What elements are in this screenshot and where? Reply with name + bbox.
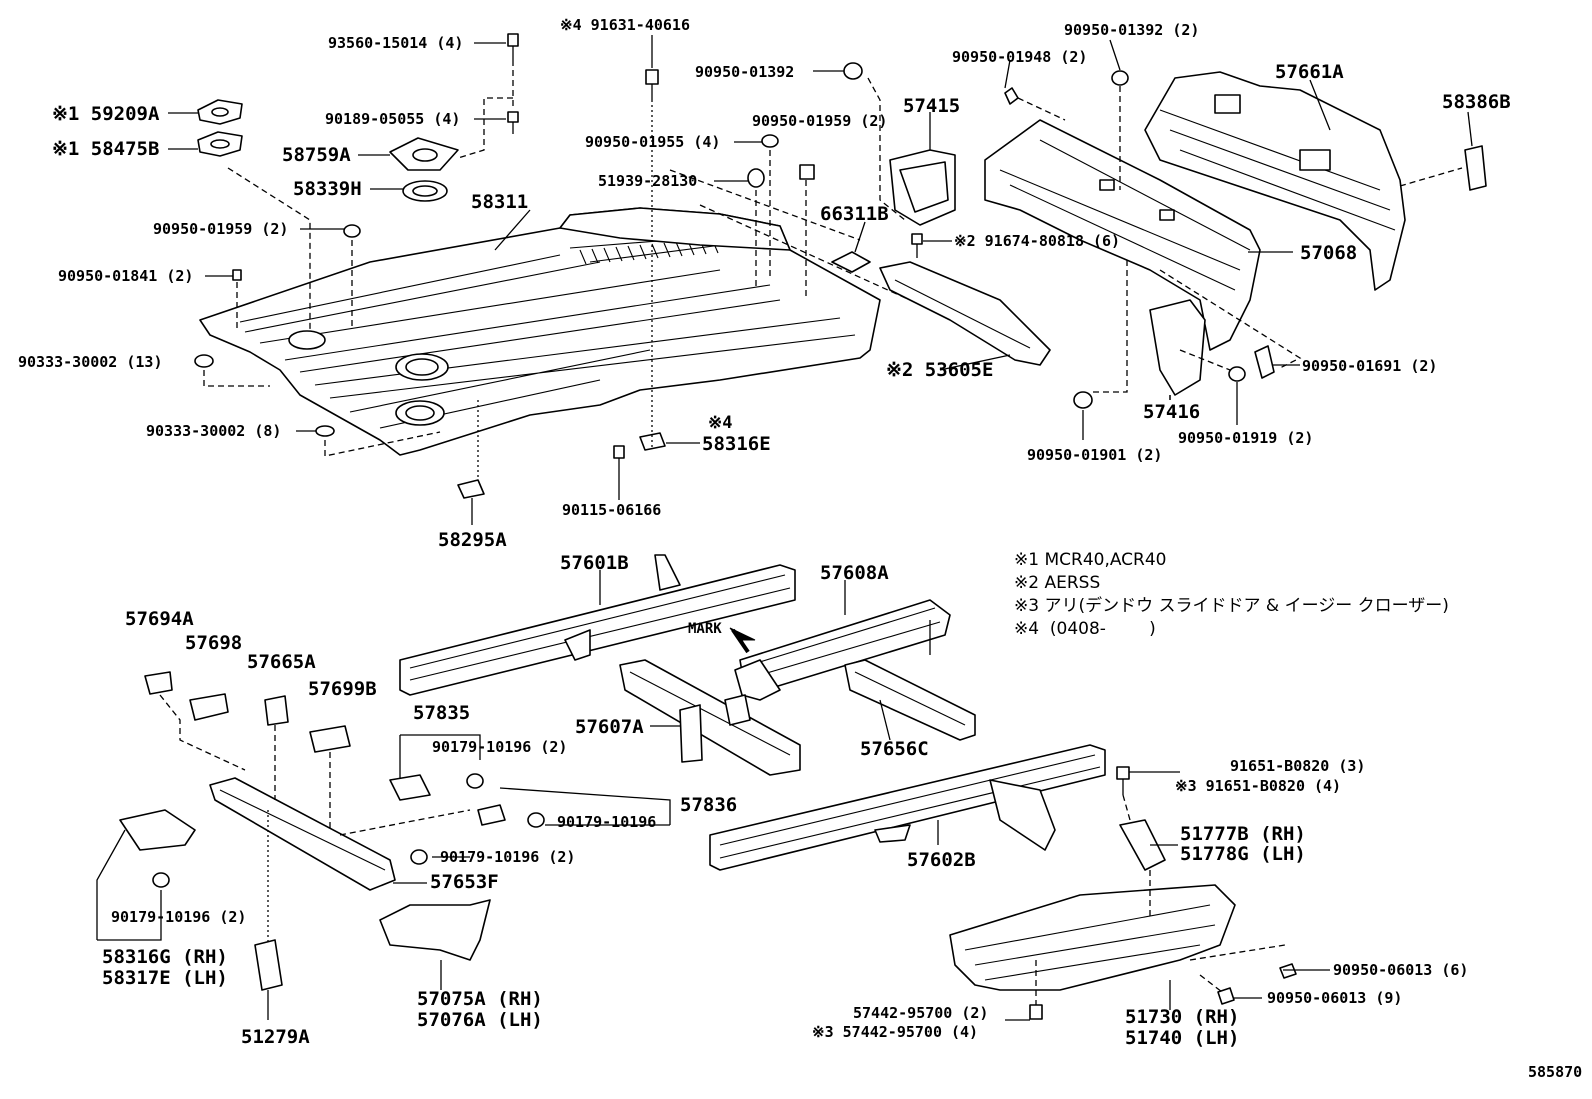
label-mark: MARK — [688, 621, 722, 637]
label-53605E[interactable]: ※2 53605E — [886, 359, 993, 381]
label-57075A[interactable]: 57075A (RH) — [417, 988, 543, 1010]
rear-floor-drawing — [949, 766, 1297, 1020]
label-58311[interactable]: 58311 — [471, 191, 528, 213]
label-66311B[interactable]: 66311B — [820, 203, 889, 225]
assembly-lines-lower-right — [1035, 794, 1286, 1005]
label-93560-15014[interactable]: 93560-15014 (4) — [328, 34, 463, 52]
label-59209A[interactable]: ※1 59209A — [52, 103, 160, 125]
label-57416[interactable]: 57416 — [1143, 401, 1200, 423]
label-57068[interactable]: 57068 — [1300, 242, 1357, 264]
rails-drawing — [399, 554, 1106, 871]
label-90333-30002-8[interactable]: 90333-30002 (8) — [146, 422, 281, 440]
label-90950-01955[interactable]: 90950-01955 (4) — [585, 133, 720, 151]
label-90950-06013-6[interactable]: 90950-06013 (6) — [1333, 961, 1468, 979]
applicability-notes: ※1 MCR40,ACR40 ※2 AERSS ※3 アリ(デンドウ スライドド… — [1014, 550, 1449, 639]
label-57442-95700-2[interactable]: 57442-95700 (2) — [853, 1004, 988, 1022]
label-51730[interactable]: 51730 (RH) — [1125, 1006, 1239, 1028]
label-51279A[interactable]: 51279A — [241, 1026, 310, 1048]
label-90950-01959-a[interactable]: 90950-01959 (2) — [752, 112, 887, 130]
seal-parts-drawing — [194, 33, 863, 499]
label-57442-95700-4[interactable]: ※3 57442-95700 (4) — [812, 1023, 978, 1041]
note-4: ※4 (0408- ) — [1014, 619, 1156, 639]
label-57836[interactable]: 57836 — [680, 794, 737, 816]
label-90179-10196-a[interactable]: 90179-10196 (2) — [432, 738, 567, 756]
label-57665A[interactable]: 57665A — [247, 651, 316, 673]
label-51740[interactable]: 51740 (LH) — [1125, 1027, 1239, 1049]
label-58475B[interactable]: ※1 58475B — [52, 138, 159, 160]
label-91651-B0820-4[interactable]: ※3 91651-B0820 (4) — [1175, 777, 1341, 795]
lower-left-parts-drawing — [119, 671, 545, 991]
label-57602B[interactable]: 57602B — [907, 849, 976, 871]
label-note4-marker: ※4 — [708, 413, 732, 433]
label-90333-30002-13[interactable]: 90333-30002 (13) — [18, 353, 163, 371]
label-90950-01959-b[interactable]: 90950-01959 (2) — [153, 220, 288, 238]
assembly-lines-rear — [1017, 86, 1463, 393]
label-90179-10196-d[interactable]: 90179-10196 (2) — [111, 908, 246, 926]
label-57653F[interactable]: 57653F — [430, 871, 499, 893]
label-91631-40616[interactable]: ※4 91631-40616 — [560, 16, 690, 34]
label-57656C[interactable]: 57656C — [860, 738, 929, 760]
label-51939-28130[interactable]: 51939-28130 — [598, 172, 697, 190]
label-91674-80818[interactable]: ※2 91674-80818 (6) — [954, 232, 1120, 250]
label-57601B[interactable]: 57601B — [560, 552, 629, 574]
rear-panel-drawing — [984, 70, 1487, 409]
label-90950-01392-a[interactable]: 90950-01392 — [695, 63, 794, 81]
label-58295A[interactable]: 58295A — [438, 529, 507, 551]
label-90950-01841[interactable]: 90950-01841 (2) — [58, 267, 193, 285]
part-labels: 93560-15014 (4) ※4 91631-40616 90950-013… — [18, 16, 1511, 1049]
label-57076A[interactable]: 57076A (LH) — [417, 1009, 543, 1031]
note-2: ※2 AERSS — [1014, 573, 1100, 593]
assembly-lines-lower — [96, 694, 671, 945]
label-58386B[interactable]: 58386B — [1442, 91, 1511, 113]
diagram-id: 585870 — [1528, 1063, 1582, 1081]
label-90950-01691[interactable]: 90950-01691 (2) — [1302, 357, 1437, 375]
leader-lines — [168, 35, 1473, 1021]
label-57699B[interactable]: 57699B — [308, 678, 377, 700]
label-90179-10196-c[interactable]: 90179-10196 (2) — [440, 848, 575, 866]
label-90950-01948[interactable]: 90950-01948 (2) — [952, 48, 1087, 66]
label-57661A[interactable]: 57661A — [1275, 61, 1344, 83]
label-90950-06013-9[interactable]: 90950-06013 (9) — [1267, 989, 1402, 1007]
label-57835[interactable]: 57835 — [413, 702, 470, 724]
label-90179-10196-b[interactable]: 90179-10196 — [557, 813, 656, 831]
label-57608A[interactable]: 57608A — [820, 562, 889, 584]
label-51778G[interactable]: 51778G (LH) — [1180, 843, 1306, 865]
label-58316G[interactable]: 58316G (RH) — [102, 946, 228, 968]
label-91651-B0820-3[interactable]: 91651-B0820 (3) — [1230, 757, 1365, 775]
assembly-lines-upper — [203, 60, 911, 480]
label-58339H[interactable]: 58339H — [293, 178, 362, 200]
label-58759A[interactable]: 58759A — [282, 144, 351, 166]
note-3: ※3 アリ(デンドウ スライドドア & イージー クローザー) — [1014, 595, 1449, 616]
note-1: ※1 MCR40,ACR40 — [1014, 550, 1167, 570]
label-51777B[interactable]: 51777B (RH) — [1180, 823, 1306, 845]
crossmember-drawing — [831, 149, 1051, 366]
label-57607A[interactable]: 57607A — [575, 716, 644, 738]
label-57694A[interactable]: 57694A — [125, 608, 194, 630]
label-58317E[interactable]: 58317E (LH) — [102, 967, 228, 989]
label-57698[interactable]: 57698 — [185, 632, 242, 654]
label-90115-06166[interactable]: 90115-06166 — [562, 501, 661, 519]
label-57415[interactable]: 57415 — [903, 95, 960, 117]
label-90950-01392-b[interactable]: 90950-01392 (2) — [1064, 21, 1199, 39]
label-90950-01901[interactable]: 90950-01901 (2) — [1027, 446, 1162, 464]
label-90189-05055[interactable]: 90189-05055 (4) — [325, 110, 460, 128]
floor-pan-drawing — [199, 207, 881, 456]
label-90950-01919[interactable]: 90950-01919 (2) — [1178, 429, 1313, 447]
label-58316E[interactable]: 58316E — [702, 433, 771, 455]
